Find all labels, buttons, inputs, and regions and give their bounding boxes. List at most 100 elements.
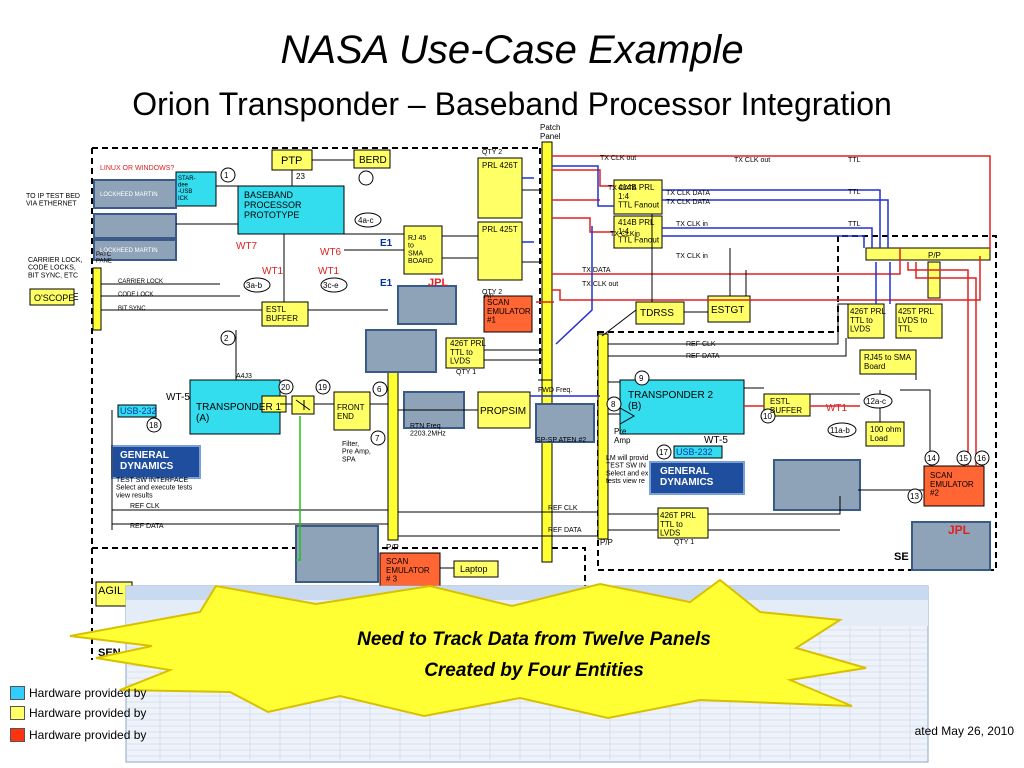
svg-text:18: 18 [149,421,158,430]
slide-subtitle: Orion Transponder – Baseband Processor I… [132,86,892,122]
svg-text:3a-b: 3a-b [246,281,263,290]
slide-date: ated May 26, 2010 [914,724,1014,738]
lockheed-thumb-2 [93,239,177,261]
usb232-label: USB-232 [120,406,157,416]
prl426t-b-box [847,303,885,339]
svg-text:REF CLK: REF CLK [130,503,160,510]
svg-text:2: 2 [224,334,229,343]
svg-text:QTY 1: QTY 1 [456,369,476,376]
svg-text:TTL: TTL [848,221,861,228]
svg-text:WT6: WT6 [320,247,342,258]
svg-text:19: 19 [318,383,327,392]
screenshot-thumb-1 [93,213,177,239]
svg-text:CARRIER LOCK: CARRIER LOCK [118,279,163,285]
svg-text:AGIL: AGIL [98,585,123,597]
svg-text:WT1: WT1 [262,266,284,277]
svg-text:WT7: WT7 [236,241,258,252]
svg-text:11a-b: 11a-b [830,426,850,435]
prl426t-box [477,157,523,219]
svg-text:TX CLK out: TX CLK out [582,281,618,288]
svg-text:REF DATA: REF DATA [130,523,164,530]
svg-text:REF CLK: REF CLK [686,341,716,348]
svg-text:REF DATA: REF DATA [686,353,720,360]
svg-text:1: 1 [224,171,229,180]
svg-text:3c-e: 3c-e [323,281,339,290]
patch-panel-bar [541,141,553,563]
screenshot-thumb-7 [295,525,379,583]
svg-text:12a-c: 12a-c [866,397,886,406]
banner-line1: Need to Track Data from Twelve Panels [357,629,711,650]
screenshot-thumb-5 [535,403,595,443]
red-signal-lines [536,155,991,466]
estl-buffer-box [261,301,309,327]
svg-text:E1: E1 [380,278,393,289]
svg-text:ESTGT: ESTGT [711,305,744,316]
svg-text:8: 8 [611,400,616,409]
svg-text:17: 17 [659,448,668,457]
svg-text:TX CLK out: TX CLK out [734,157,770,164]
legend-label-2: Hardware provided by [29,706,147,720]
svg-text:P/P: P/P [600,538,613,547]
svg-text:TDRSS: TDRSS [640,308,674,319]
svg-text:15: 15 [959,454,968,463]
svg-text:TX CLK out: TX CLK out [600,155,636,162]
svg-text:10: 10 [763,412,772,421]
svg-text:WT1: WT1 [318,266,340,277]
legend-label-3: Hardware provided by [29,728,147,742]
svg-text:7: 7 [375,434,380,443]
pp-box-right [865,247,991,261]
green-signal-line [296,416,301,561]
legend-swatch-yellow [10,706,25,720]
svg-text:JPL: JPL [948,523,970,537]
svg-text:6: 6 [377,385,382,394]
general-dynamics-logo-2 [649,461,745,495]
prl414b-a-box [613,179,663,215]
laptop-box [453,560,499,578]
linux-windows-label: LINUX OR WINDOWS? [100,165,174,172]
svg-text:PRL 425T: PRL 425T [482,225,518,234]
svg-text:PRL 426T: PRL 426T [482,161,518,170]
preamp-triangle [619,407,636,425]
svg-text:TTL: TTL [848,189,861,196]
legend-label-1: Hardware provided by [29,686,147,700]
svg-text:WT-5: WT-5 [166,392,190,403]
svg-text:QTY 2: QTY 2 [482,149,502,156]
legend-swatch-orange [10,728,25,742]
svg-text:REF DATA: REF DATA [548,527,582,534]
rj45-sma-box [859,349,917,375]
berd-box [353,149,391,169]
estl-buffer-b-box [763,393,811,417]
svg-text:SP-SP ATEN #2: SP-SP ATEN #2 [536,437,586,444]
svg-text:WT-5: WT-5 [704,435,728,446]
legend-swatch-cyan [10,686,25,700]
screenshot-thumb-8 [911,521,991,571]
ptp-label: PTP [281,155,302,167]
svg-text:LOCKHEED MARTIN: LOCKHEED MARTIN [100,192,158,198]
baseband-processor-box [237,185,345,235]
svg-text:TX CLK in: TX CLK in [676,253,708,260]
svg-text:9: 9 [639,374,644,383]
prl426t-a2-box [445,337,485,369]
svg-text:E1: E1 [380,238,393,249]
svg-text:TX CLK in: TX CLK in [676,221,708,228]
svg-text:4a-c: 4a-c [358,216,374,225]
screenshot-thumb-2 [397,285,457,325]
scan-emulator-2-box [923,465,985,507]
oscope-box-label: O'SCOPE [34,293,74,303]
scan-emulator-1-box [483,295,533,333]
